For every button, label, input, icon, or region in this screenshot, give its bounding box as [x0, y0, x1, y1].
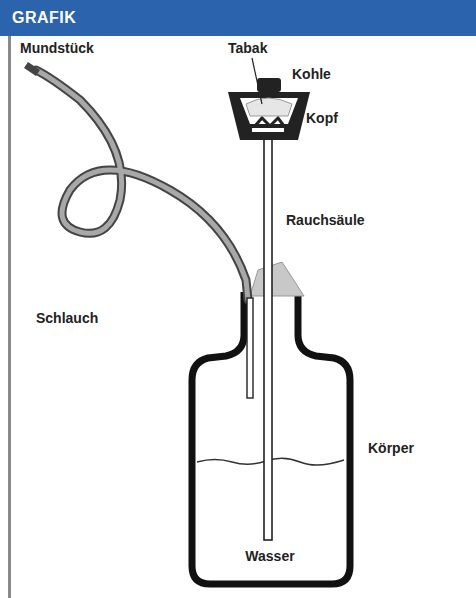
part-label: Rauchsäule	[286, 212, 365, 228]
part-label: Wasser	[243, 548, 296, 564]
frame-line	[8, 36, 11, 598]
part-label: Kohle	[292, 66, 331, 82]
part-label: Mundstück	[20, 40, 94, 56]
part-label: Tabak	[228, 40, 267, 56]
part-label: Körper	[368, 440, 414, 456]
diagram-title: GRAFIK	[12, 9, 76, 27]
part-label: Kopf	[306, 110, 338, 126]
part-label: Schlauch	[36, 310, 98, 326]
